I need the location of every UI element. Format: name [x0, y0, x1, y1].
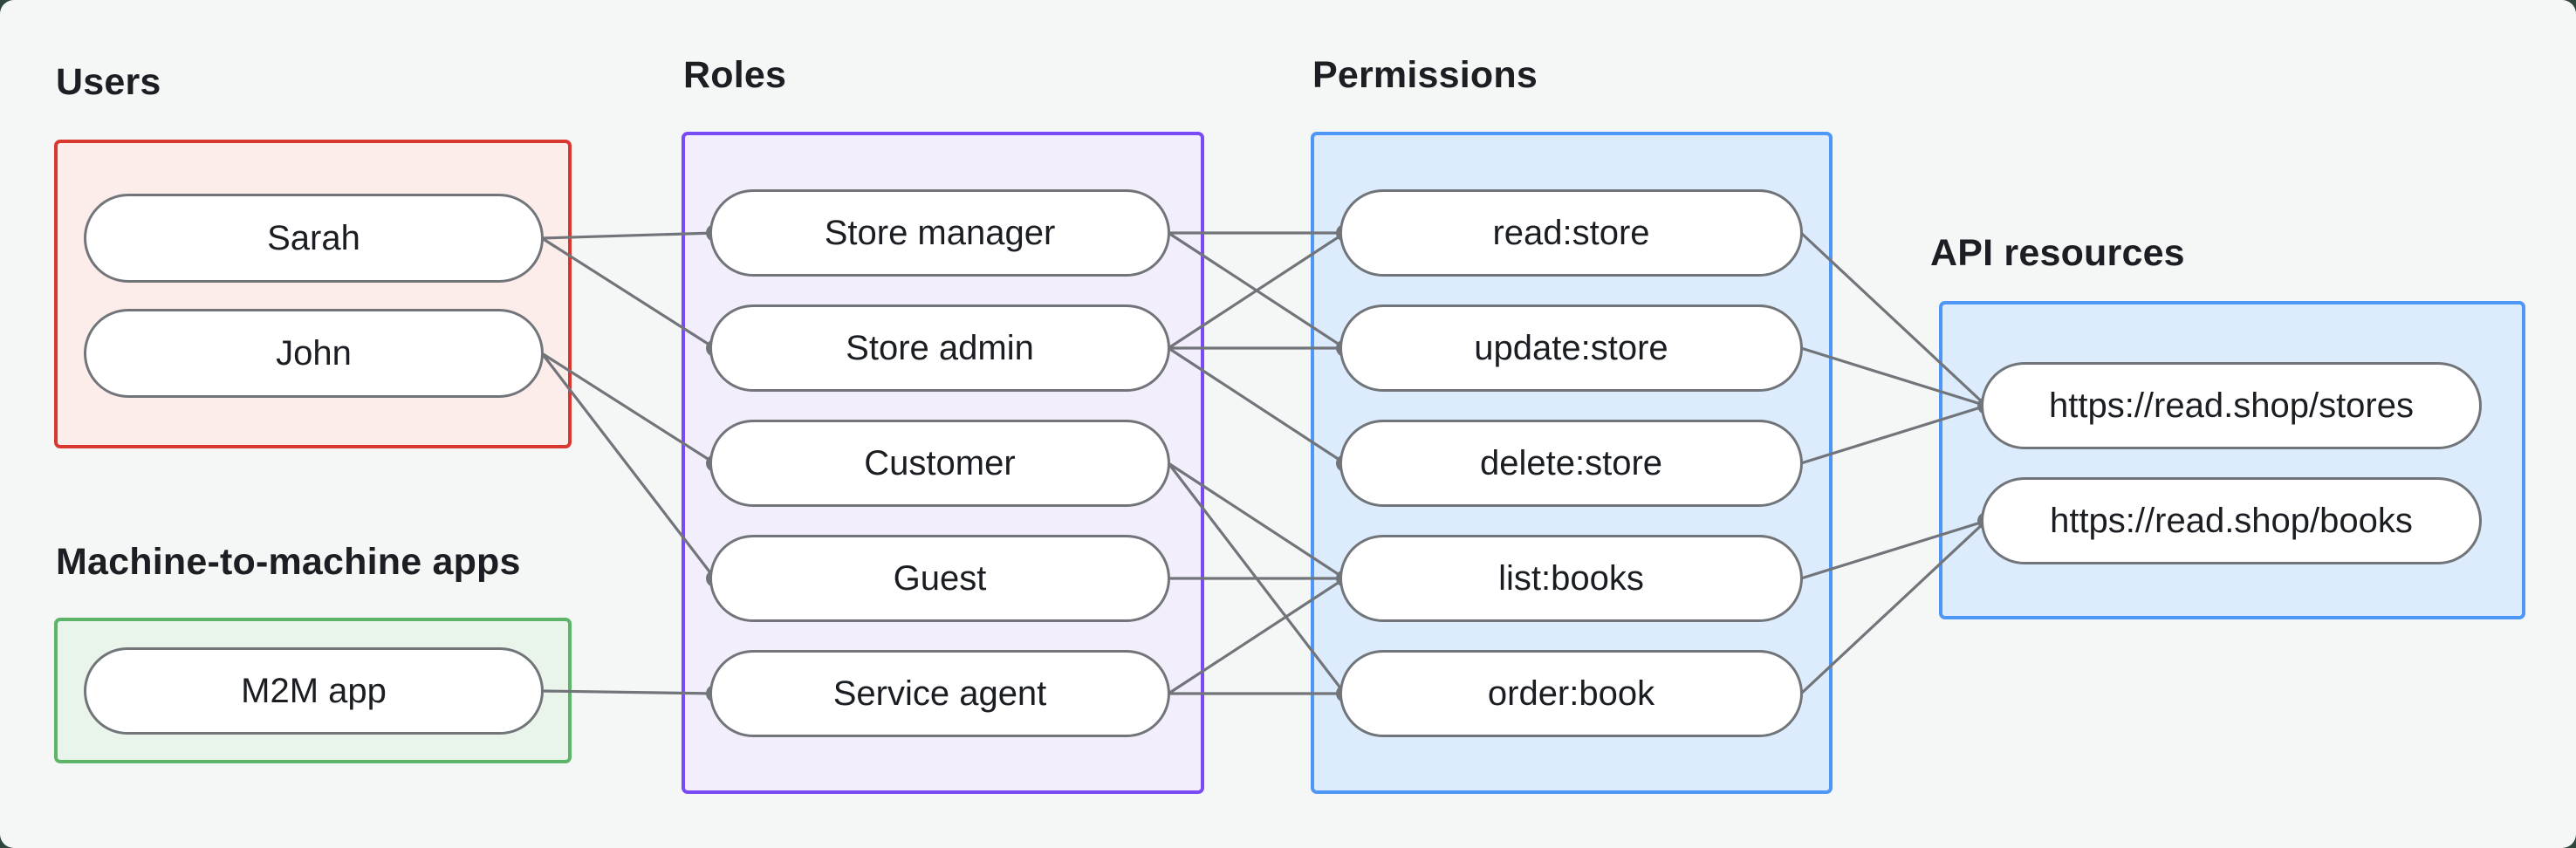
node-store-manager: Store manager [709, 189, 1170, 277]
node-read-store: read:store [1339, 189, 1803, 277]
node-label-m2m-app: M2M app [241, 671, 387, 710]
node-sarah: Sarah [84, 194, 544, 283]
node-label-john: John [276, 333, 352, 373]
node-label-store-admin: Store admin [846, 328, 1034, 367]
node-label-service-agent: Service agent [832, 674, 1047, 713]
users-group-box [54, 140, 572, 448]
m2m-section-label: Machine-to-machine apps [56, 541, 521, 583]
node-label-read-store: read:store [1492, 213, 1650, 252]
api-resources-group-box [1939, 301, 2525, 619]
node-m2m-app: M2M app [84, 647, 544, 735]
node-label-delete-store: delete:store [1479, 443, 1663, 482]
permissions-section-label: Permissions [1312, 54, 1538, 96]
node-label-update-store: update:store [1474, 328, 1668, 367]
node-guest: Guest [709, 535, 1170, 622]
node-store-admin: Store admin [709, 304, 1170, 392]
node-books-resource: https://read.shop/books [1981, 477, 2482, 564]
node-john: John [84, 309, 544, 398]
node-label-list-books: list:books [1498, 558, 1644, 598]
node-label-books-resource: https://read.shop/books [2050, 501, 2413, 540]
node-label-store-manager: Store manager [824, 213, 1056, 252]
users-section-label: Users [56, 61, 161, 103]
node-stores-resource: https://read.shop/stores [1981, 362, 2482, 449]
node-service-agent: Service agent [709, 650, 1170, 737]
node-label-customer: Customer [864, 443, 1016, 482]
node-label-guest: Guest [893, 558, 987, 598]
node-delete-store: delete:store [1339, 420, 1803, 507]
roles-section-label: Roles [683, 54, 787, 96]
node-label-stores-resource: https://read.shop/stores [2048, 386, 2414, 425]
node-label-order-book: order:book [1487, 674, 1655, 713]
node-order-book: order:book [1339, 650, 1803, 737]
api-resources-section-label: API resources [1930, 232, 2185, 274]
node-list-books: list:books [1339, 535, 1803, 622]
node-label-sarah: Sarah [267, 218, 360, 257]
node-customer: Customer [709, 420, 1170, 507]
node-update-store: update:store [1339, 304, 1803, 392]
